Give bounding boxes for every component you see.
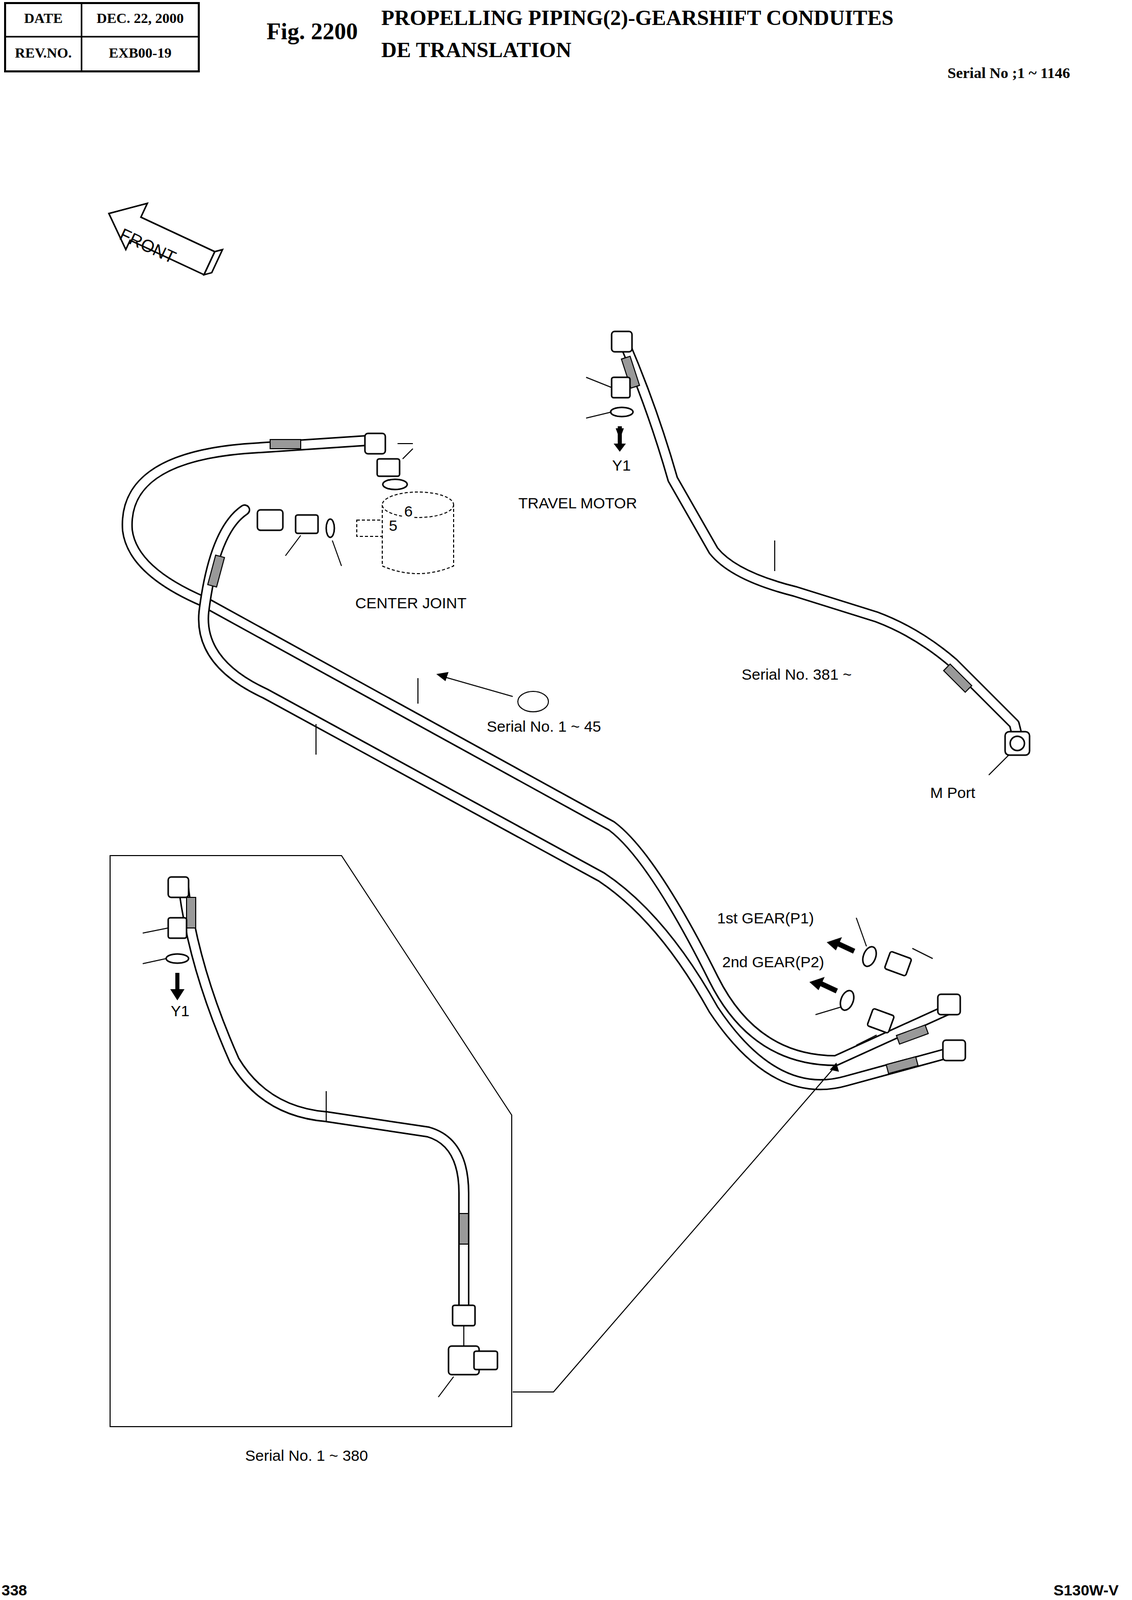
part-label: Serial No. 381 ~: [740, 665, 854, 684]
part-label: TRAVEL MOTOR: [516, 494, 639, 513]
part-label: Serial No. 1 ~ 45: [485, 717, 603, 736]
part-label: 1st GEAR(P1): [715, 909, 816, 928]
part-label: 2nd GEAR(P2): [720, 953, 826, 971]
part-label: 338: [0, 1581, 29, 1599]
part-label: 5: [387, 516, 400, 535]
part-label: CENTER JOINT: [353, 594, 468, 613]
signal-label: Y1: [169, 1002, 192, 1020]
part-label: M Port: [928, 783, 977, 802]
part-label: S130W-V: [1051, 1581, 1121, 1599]
part-label: Serial No ;1 ~ 1146: [945, 64, 1072, 83]
table-cell: DATE: [5, 10, 82, 27]
table-cell: EXB00-19: [81, 44, 199, 62]
table-cell: DEC. 22, 2000: [81, 10, 199, 27]
part-label: Y1: [610, 456, 633, 475]
part-label: Fig. 2200: [265, 18, 360, 46]
table-cell: REV.NO.: [5, 44, 82, 62]
part-label: 6: [402, 502, 415, 521]
serial-caption: Serial No. 1 ~ 380: [243, 1446, 370, 1465]
figure-title: PROPELLING PIPING(2)-GEARSHIFT CONDUITES…: [381, 2, 897, 67]
inset-box: Y1Serial No. 1 ~ 380: [109, 854, 513, 1428]
inset-outline: [109, 854, 513, 1428]
